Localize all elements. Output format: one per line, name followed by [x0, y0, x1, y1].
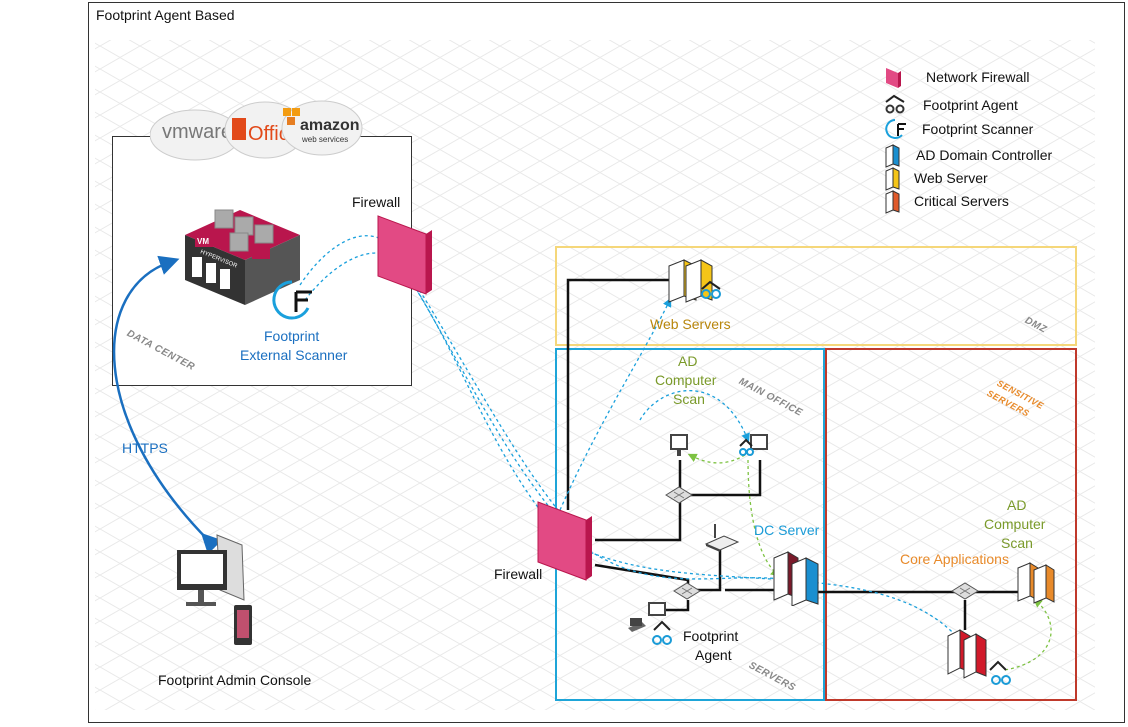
legend-label-2: Footprint Scanner: [922, 121, 1034, 137]
core-apps-server-icon: [1017, 562, 1055, 604]
scanner-label-1: Footprint: [264, 328, 320, 344]
scanner-label-2: External Scanner: [240, 347, 348, 363]
legend-critical: Critical Servers: [884, 190, 1009, 214]
dc-server-label: DC Server: [754, 522, 820, 538]
switch-3-icon: [951, 582, 979, 600]
top-firewall-label: Firewall: [352, 194, 401, 210]
admin-console-label: Footprint Admin Console: [158, 672, 312, 688]
link-switch2-router: [695, 550, 722, 592]
link-fw-switch1: [595, 495, 682, 542]
legend-label-1: Footprint Agent: [923, 97, 1018, 113]
aws-sub-text: web services: [301, 135, 348, 144]
sensitive-zone: [825, 348, 1077, 701]
link-switch1-agentpc: [690, 460, 762, 497]
critical-server-icon: [885, 190, 900, 214]
legend-scanner: Footprint Scanner: [884, 118, 1033, 140]
vm-text: VM: [197, 237, 209, 246]
core-apps-label: Core Applications: [900, 551, 1009, 567]
aws-logo-text: amazon: [300, 117, 360, 134]
main-firewall-label: Firewall: [494, 566, 543, 582]
ad-server-icon: [885, 144, 900, 168]
critical-servers-icon: [947, 629, 1011, 685]
network-links: [566, 278, 1040, 630]
web-server-icon: [885, 167, 900, 191]
sens-ad-scan-3: Scan: [1001, 535, 1033, 551]
legend-label-4: Web Server: [914, 170, 988, 186]
hypervisor-icon: HYPERVISOR VM: [185, 209, 300, 305]
switch-1-icon: [665, 486, 693, 504]
agent-icon: [885, 94, 905, 114]
cloud-logos: vmware Office amazon web services: [150, 100, 363, 161]
legend-firewall: Network Firewall: [884, 66, 1029, 88]
dmz-zone: [555, 246, 1077, 346]
vmware-logo-text: vmware: [162, 121, 232, 143]
main-firewall-icon: [537, 501, 592, 581]
agent-label-1: Footprint: [683, 628, 739, 644]
legend-label-0: Network Firewall: [926, 69, 1030, 85]
agent-label-2: Agent: [695, 647, 732, 663]
scanner-icon: [885, 119, 906, 139]
aws-cloud-icon: amazon web services: [281, 100, 363, 156]
link-switch2-agent: [664, 600, 690, 612]
switch-2-icon: [673, 582, 701, 600]
legend-web: Web Server: [884, 167, 988, 191]
agent-dotted-links: [687, 453, 1052, 671]
top-firewall-icon: [377, 215, 432, 295]
web-servers-icon: [668, 259, 721, 303]
ad-scan-label-2: Computer: [655, 372, 717, 388]
link-fw-web: [566, 278, 670, 510]
https-label: HTTPS: [122, 440, 168, 456]
vmware-cloud-icon: vmware: [150, 109, 241, 161]
sens-ad-scan-1: AD: [1007, 497, 1027, 513]
footprint-scanner-icon: [272, 280, 312, 320]
legend-label-5: Critical Servers: [914, 193, 1009, 209]
footprint-agent-devices-icon: [628, 602, 672, 645]
ad-scan-label-3: Scan: [673, 391, 705, 407]
ad-scan-label-1: AD: [678, 353, 698, 369]
agent-workstation-icon: [739, 434, 768, 456]
legend-agent: Footprint Agent: [884, 94, 1018, 116]
admin-console-icon: [177, 534, 252, 645]
web-servers-label: Web Servers: [650, 316, 731, 332]
sens-ad-scan-2: Computer: [984, 516, 1046, 532]
dc-server-icon: [773, 551, 819, 606]
legend-ad: AD Domain Controller: [884, 144, 1053, 168]
legend-label-3: AD Domain Controller: [916, 147, 1053, 163]
diagram-title: Footprint Agent Based: [96, 7, 235, 23]
firewall-icon: [886, 68, 901, 88]
router-icon: [704, 524, 740, 552]
https-arrow: [112, 255, 223, 555]
workstation-icon: [670, 434, 688, 456]
